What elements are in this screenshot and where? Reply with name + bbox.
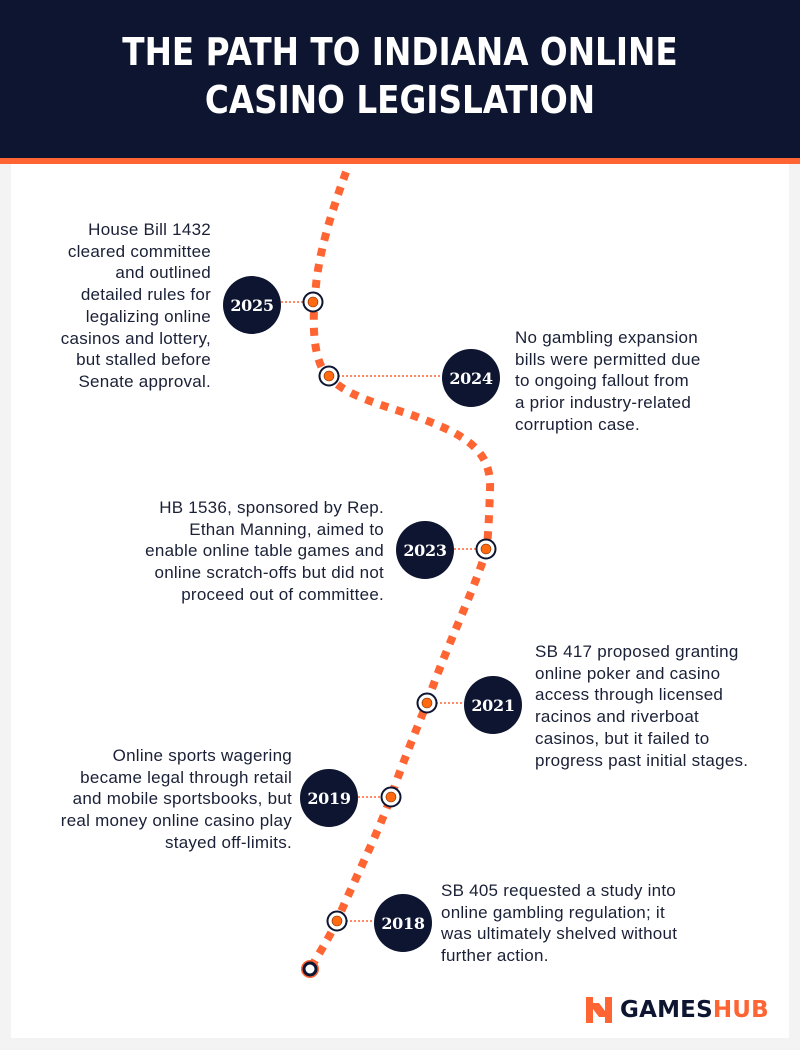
- marker-2021: [416, 692, 438, 714]
- desc-line: became legal through retail: [80, 767, 292, 787]
- timeline-dotted-path: [306, 170, 495, 971]
- year-badge-2023: 2023: [396, 521, 454, 579]
- marker-2019: [380, 786, 402, 808]
- desc-line: casinos, but it failed to: [535, 728, 710, 748]
- marker-2025: [302, 291, 324, 313]
- desc-line: casinos and lottery,: [60, 328, 211, 348]
- year-badge-2021: 2021: [464, 676, 522, 734]
- timeline-end-marker: [301, 960, 319, 978]
- desc-line: online poker and casino: [535, 663, 721, 683]
- wordmark-hub: HUB: [712, 997, 769, 1023]
- desc-line: access through licensed: [535, 685, 724, 705]
- desc-line: and mobile sportsbooks, but: [72, 789, 292, 809]
- desc-line: a prior industry-related: [515, 393, 692, 413]
- desc-line: bills were permitted due: [515, 349, 701, 369]
- event-description-2023: HB 1536, sponsored by Rep. Ethan Manning…: [84, 497, 384, 606]
- desc-line: HB 1536, sponsored by Rep.: [159, 498, 384, 517]
- desc-line: legalizing online: [85, 306, 211, 326]
- desc-line: enable online table games and: [145, 541, 384, 561]
- header-banner: THE PATH TO INDIANA ONLINE CASINO LEGISL…: [0, 0, 800, 158]
- desc-line: and outlined: [115, 263, 211, 283]
- marker-2023: [475, 538, 497, 560]
- wordmark-games: GAMES: [620, 997, 713, 1023]
- desc-line: Ethan Manning, aimed to: [189, 519, 384, 539]
- desc-line: House Bill 1432: [88, 220, 211, 239]
- title-line-2: CASINO LEGISLATION: [204, 78, 596, 122]
- desc-line: detailed rules for: [80, 285, 211, 305]
- marker-2018: [326, 910, 348, 932]
- header-accent-stripe: [0, 158, 800, 164]
- desc-line: online gambling regulation; it: [441, 902, 665, 922]
- desc-line: stayed off-limits.: [164, 832, 292, 852]
- desc-line: further action.: [441, 946, 549, 966]
- year-badge-2018: 2018: [374, 894, 432, 952]
- event-description-2018: SB 405 requested a study into online gam…: [441, 880, 741, 967]
- desc-line: was ultimately shelved without: [441, 924, 678, 944]
- gameshub-wordmark: GAMESHUB: [620, 997, 769, 1023]
- content-panel: [11, 164, 789, 1038]
- desc-line: No gambling expansion: [515, 328, 698, 347]
- event-description-2025: House Bill 1432 cleared committee and ou…: [21, 219, 211, 393]
- event-description-2019: Online sports wagering became legal thro…: [2, 745, 292, 854]
- year-badge-2025: 2025: [223, 276, 281, 334]
- desc-line: real money online casino play: [60, 811, 292, 831]
- desc-line: but stalled before: [76, 350, 211, 370]
- desc-line: SB 417 proposed granting: [535, 642, 739, 661]
- title-line-1: THE PATH TO INDIANA ONLINE: [122, 30, 678, 74]
- gameshub-logo-icon: [586, 997, 612, 1023]
- desc-line: progress past initial stages.: [535, 750, 749, 770]
- desc-line: Online sports wagering: [112, 746, 292, 765]
- desc-line: to ongoing fallout from: [515, 371, 689, 391]
- event-description-2021: SB 417 proposed granting online poker an…: [535, 641, 785, 771]
- page-title: THE PATH TO INDIANA ONLINE CASINO LEGISL…: [56, 28, 744, 124]
- desc-line: racinos and riverboat: [535, 707, 700, 727]
- desc-line: online scratch-offs but did not: [154, 563, 384, 583]
- desc-line: Senate approval.: [78, 371, 211, 391]
- desc-line: corruption case.: [515, 414, 640, 434]
- gameshub-logo: GAMESHUB: [586, 995, 769, 1025]
- desc-line: cleared committee: [67, 241, 211, 261]
- year-badge-2024: 2024: [442, 349, 500, 407]
- marker-2024: [318, 365, 340, 387]
- desc-line: SB 405 requested a study into: [441, 881, 677, 900]
- desc-line: proceed out of committee.: [181, 584, 384, 604]
- year-badge-2019: 2019: [300, 769, 358, 827]
- event-description-2024: No gambling expansion bills were permitt…: [515, 327, 755, 436]
